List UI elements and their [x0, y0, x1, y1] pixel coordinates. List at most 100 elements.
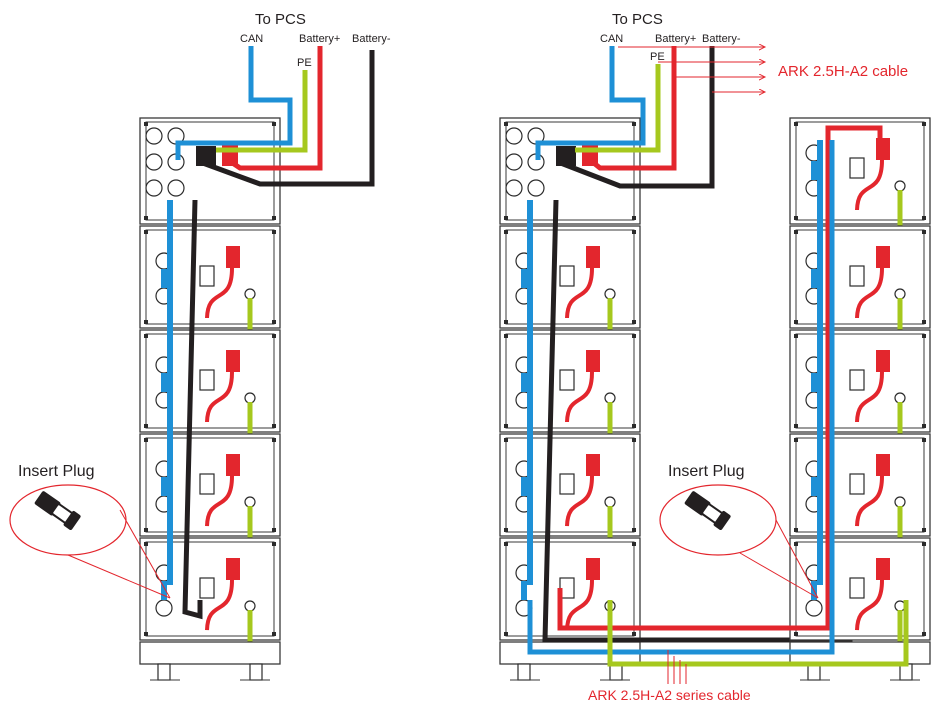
- module-pos-link: [205, 371, 234, 423]
- left-pos-cable: [226, 46, 323, 171]
- ground-terminal-icon: [894, 288, 906, 300]
- terminal-neg: [199, 577, 215, 599]
- series-cable-label: ARK 2.5H-A2 series cable: [588, 687, 751, 703]
- right-battery-modules-a: [499, 117, 641, 681]
- right-can-cable: [535, 46, 646, 160]
- module-pos-link: [205, 579, 234, 631]
- ground-terminal-icon: [604, 392, 616, 404]
- terminal-neg: [559, 265, 575, 287]
- left-to-pcs-label: To PCS: [255, 11, 306, 28]
- terminal-pos: [586, 350, 600, 372]
- right-battery-modules-b: [789, 117, 931, 681]
- right-insert-plug-label: Insert Plug: [668, 463, 744, 480]
- module-pos-link: [855, 267, 884, 319]
- right-pe-cable: [575, 64, 661, 153]
- battery-module-icon: [789, 225, 931, 338]
- arrow-right-icon: [618, 47, 765, 92]
- terminal-neg: [849, 473, 865, 495]
- module-pos-link: [855, 159, 884, 211]
- left-insert-plug-label: Insert Plug: [18, 463, 94, 480]
- ground-terminal-icon: [244, 288, 256, 300]
- left-neg-return: [182, 199, 203, 620]
- right-battery-pos-label: Battery+: [655, 33, 696, 45]
- stack-foot: [157, 663, 171, 681]
- terminal-pos: [226, 246, 240, 268]
- terminal-neg: [849, 265, 865, 287]
- ground-terminal-icon: [244, 600, 256, 612]
- terminal-neg: [199, 265, 215, 287]
- terminal-pos: [876, 350, 890, 372]
- battery-module-icon: [139, 117, 281, 225]
- ground-terminal-icon: [244, 392, 256, 404]
- left-pe-cable: [216, 70, 308, 153]
- right-can-label: CAN: [600, 33, 623, 45]
- battery-module-icon: [499, 329, 641, 442]
- series-cable-callout: ARK 2.5H-A2 series cable: [588, 650, 751, 703]
- terminal-pos: [876, 246, 890, 268]
- right-pe-series-link: [607, 600, 909, 667]
- terminal-pos: [876, 454, 890, 476]
- ground-terminal-icon: [604, 288, 616, 300]
- left-neg-cable: [199, 50, 375, 187]
- right-stack-a: To PCS CAN Battery+ Battery- PE ARK 2.5H…: [499, 11, 908, 681]
- ground-terminal-icon: [894, 180, 906, 192]
- ground-terminal-icon: [894, 496, 906, 508]
- ground-terminal-icon: [894, 392, 906, 404]
- terminal-pos: [586, 246, 600, 268]
- terminal-pos: [876, 558, 890, 580]
- battery-module-icon: [499, 537, 641, 650]
- terminal-pos: [226, 454, 240, 476]
- module-pos-link: [565, 475, 594, 527]
- plug-icon: [684, 491, 731, 530]
- battery-module-icon: [139, 329, 281, 442]
- battery-module-icon: [499, 433, 641, 546]
- module-pos-link: [855, 475, 884, 527]
- terminal-pos: [226, 350, 240, 372]
- terminal-neg: [559, 473, 575, 495]
- battery-module-icon: [139, 537, 281, 650]
- right-neg-cable: [557, 46, 715, 189]
- left-can-cable: [175, 46, 293, 160]
- left-battery-pos-label: Battery+: [299, 33, 340, 45]
- battery-module-icon: [499, 225, 641, 338]
- module-pos-link: [205, 475, 234, 527]
- left-pe-label: PE: [297, 57, 312, 69]
- right-insert-plug-callout: Insert Plug: [659, 463, 819, 599]
- stack-base: [139, 641, 281, 665]
- module-pos-link: [855, 371, 884, 423]
- module-pos-link: [565, 371, 594, 423]
- battery-module-icon: [139, 225, 281, 338]
- terminal-neg: [849, 577, 865, 599]
- module-pos-link: [565, 267, 594, 319]
- left-stack: To PCS CAN Battery+ Battery- PE: [139, 11, 391, 681]
- left-battery-neg-label: Battery-: [352, 33, 391, 45]
- terminal-neg: [849, 157, 865, 179]
- terminal-neg: [199, 369, 215, 391]
- terminal-pos: [226, 558, 240, 580]
- left-battery-modules: [139, 117, 281, 681]
- stack-foot: [249, 663, 263, 681]
- battery-module-icon: [789, 117, 931, 234]
- right-can-series-link: [527, 140, 835, 655]
- battery-module-icon: [789, 329, 931, 442]
- terminal-neg: [849, 369, 865, 391]
- right-to-pcs-label: To PCS: [612, 11, 663, 28]
- terminal-neg: [559, 369, 575, 391]
- left-insert-plug-callout: Insert Plug: [9, 463, 171, 599]
- terminal-pos: [586, 454, 600, 476]
- right-pe-label: PE: [650, 51, 665, 63]
- battery-module-icon: [789, 433, 931, 546]
- ark-cable-label: ARK 2.5H-A2 cable: [778, 63, 908, 80]
- module-pos-link: [855, 579, 884, 631]
- terminal-pos: [586, 558, 600, 580]
- left-can-label: CAN: [240, 33, 263, 45]
- module-pos-link: [565, 579, 594, 631]
- ground-terminal-icon: [604, 496, 616, 508]
- right-pos-cable: [588, 46, 677, 171]
- battery-module-icon: [499, 117, 641, 225]
- stack-foot: [517, 663, 531, 681]
- right-battery-neg-label: Battery-: [702, 33, 741, 45]
- right-pos-series-link: [557, 125, 883, 631]
